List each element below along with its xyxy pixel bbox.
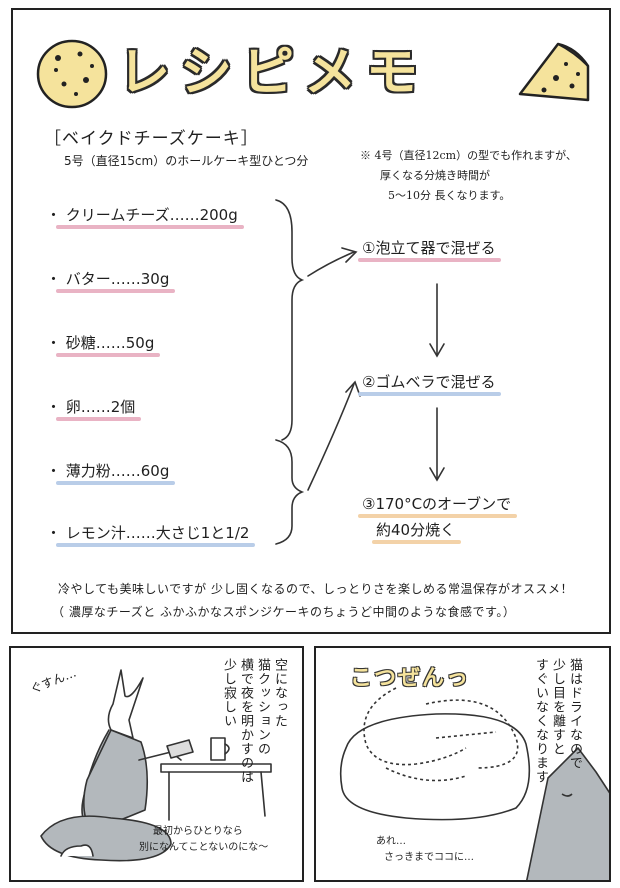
marker-underline [56,543,256,547]
ingredient-item: ・ 薄力粉……60g [46,460,176,485]
cheese-wheel-icon [36,39,108,109]
ingredient-label: ・ 卵……2個 [46,398,136,416]
comic-monologue: 空になった 猫クッションの 横で夜を明かすのは 少し寂しい [220,658,288,798]
page-title: レシピメモ [118,43,429,103]
step-label: ①泡立て器で混ぜる [362,239,496,257]
marker-underline [358,392,502,396]
comic-panel-left: ぐすん… 空になった 猫クッションの 横で夜を明かすのは 少し寂しい 最初からひ… [9,646,304,882]
recipe-footer-line: （ 濃厚なチーズと ふかふかなスポンジケーキのちょうど中間のような食感です。） [52,605,516,619]
step-1: ①泡立て器で混ぜる [358,236,502,262]
monologue-line: すぐいなくなります [533,658,548,784]
monologue-line: 猫はドライなので [567,658,582,770]
step-label: ③170°Cのオーブンで [362,495,512,513]
recipe-note: ※ 4号（直径12cm）の型でも作れますが、 厚くなる分焼き時間が 5〜10分 … [360,146,577,206]
recipe-name: ［ベイクドチーズケーキ］ [44,129,259,149]
comic-sfx: こつぜんっ [350,666,471,691]
marker-underline [56,289,176,293]
caption-line: あれ… [376,836,406,847]
caption-line: さっきまでココに… [384,852,474,863]
ingredient-item: ・ バター……30g [46,268,176,293]
note-line: 5〜10分 長くなります。 [388,189,511,202]
marker-underline [56,225,244,229]
ingredient-item: ・ 砂糖……50g [46,332,161,357]
step-3: ③170°Cのオーブンで 約40分焼く [358,492,518,544]
monologue-line: 横で夜を明かすのは [238,658,253,784]
step-label: 約40分焼く [376,521,456,539]
marker-underline [56,481,176,485]
ingredient-label: ・ 砂糖……50g [46,334,155,352]
ingredient-label: ・ 薄力粉……60g [46,462,170,480]
monologue-line: 空になった [272,658,287,728]
ingredient-item: ・ 卵……2個 [46,396,142,421]
empty-cushion-illustration [339,687,609,880]
cheese-wedge-icon [518,42,590,102]
ingredient-item: ・ レモン汁……大さじ1と1/2 [46,522,256,547]
caption-line: 別になんてことないのにな〜 [139,842,269,853]
monologue-line: 少し寂しい [221,658,236,728]
step-2: ②ゴムベラで混ぜる [358,370,502,396]
recipe-footer-line: 冷やしても美味しいですが 少し固くなるので、しっとりさを楽しめる常温保存がオスス… [58,582,574,596]
comic-caption: あれ… さっきまでココに… [376,834,474,866]
note-line: 厚くなる分焼き時間が [380,169,490,182]
marker-underline [358,258,502,262]
ingredient-label: ・ レモン汁……大さじ1と1/2 [46,524,250,542]
recipe-panel [11,8,611,634]
step-label: ②ゴムベラで混ぜる [362,373,496,391]
monologue-line: 少し目を離すと [550,658,565,756]
marker-underline [56,353,161,357]
recipe-subtitle: 5号（直径15cm）のホールケーキ型ひとつ分 [64,154,309,168]
comic-monologue: 猫はドライなので 少し目を離すと すぐいなくなります [532,658,583,808]
monologue-line: 猫クッションの [255,658,270,756]
ingredient-label: ・ クリームチーズ……200g [46,206,238,224]
fox-character-illustration [40,669,272,862]
ingredient-item: ・ クリームチーズ……200g [46,204,244,229]
comic-panel-right: こつぜんっ 猫はドライなので 少し目を離すと すぐいなくなります あれ… さっき… [314,646,611,882]
marker-underline [358,514,518,518]
marker-underline [372,540,462,544]
note-line: ※ 4号（直径12cm）の型でも作れますが、 [360,149,577,162]
ingredient-label: ・ バター……30g [46,270,170,288]
marker-underline [56,417,142,421]
comic-caption: 最初からひとりなら 別になんてことないのにな〜 [139,824,268,856]
caption-line: 最初からひとりなら [153,826,243,837]
flow-lines [275,199,445,545]
